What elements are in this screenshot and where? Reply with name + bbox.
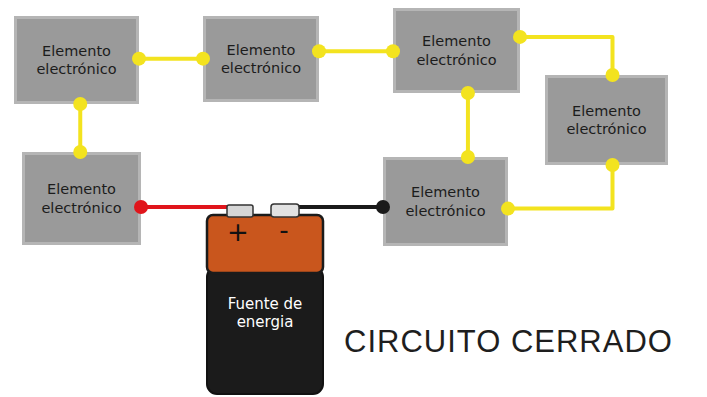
junction-dot: [312, 44, 326, 58]
junction-dot: [73, 145, 87, 159]
diagram-title: CIRCUITO CERRADO: [344, 324, 673, 360]
terminal-sign: -: [269, 215, 299, 246]
component-box: Elemento electrónico: [203, 16, 319, 102]
component-label: Elemento electrónico: [211, 41, 311, 77]
junction-dot: [376, 200, 390, 214]
junction-dot: [132, 52, 146, 66]
junction-dot: [73, 97, 87, 111]
wire: [508, 165, 613, 209]
junction-dot: [461, 150, 475, 164]
component-label: Elemento electrónico: [22, 42, 131, 78]
junction-dot: [513, 30, 527, 44]
wire: [78, 104, 82, 152]
component-box: Elemento electrónico: [545, 75, 668, 165]
wire: [520, 37, 613, 75]
component-box: Elemento electrónico: [14, 16, 139, 104]
junction-dot: [134, 200, 148, 214]
component-label: Elemento electrónico: [391, 183, 500, 219]
junction-dot: [606, 68, 620, 82]
component-label: Elemento electrónico: [553, 102, 660, 138]
battery-lead: [141, 205, 235, 209]
component-label: Elemento electrónico: [30, 180, 133, 216]
component-box: Elemento electrónico: [22, 152, 141, 245]
terminal-sign: +: [223, 217, 253, 248]
wire: [319, 49, 393, 53]
junction-dot: [501, 202, 515, 216]
component-box: Elemento electrónico: [383, 157, 508, 246]
wire: [466, 93, 470, 157]
junction-dot: [196, 52, 210, 66]
component-label: Elemento electrónico: [401, 32, 512, 68]
junction-dot: [386, 44, 400, 58]
wire: [139, 57, 203, 61]
source-label: Fuente de energia: [221, 295, 309, 331]
component-box: Elemento electrónico: [393, 8, 520, 93]
battery: +- Fuente de energia: [205, 203, 325, 396]
junction-dot: [461, 86, 475, 100]
junction-dot: [606, 158, 620, 172]
